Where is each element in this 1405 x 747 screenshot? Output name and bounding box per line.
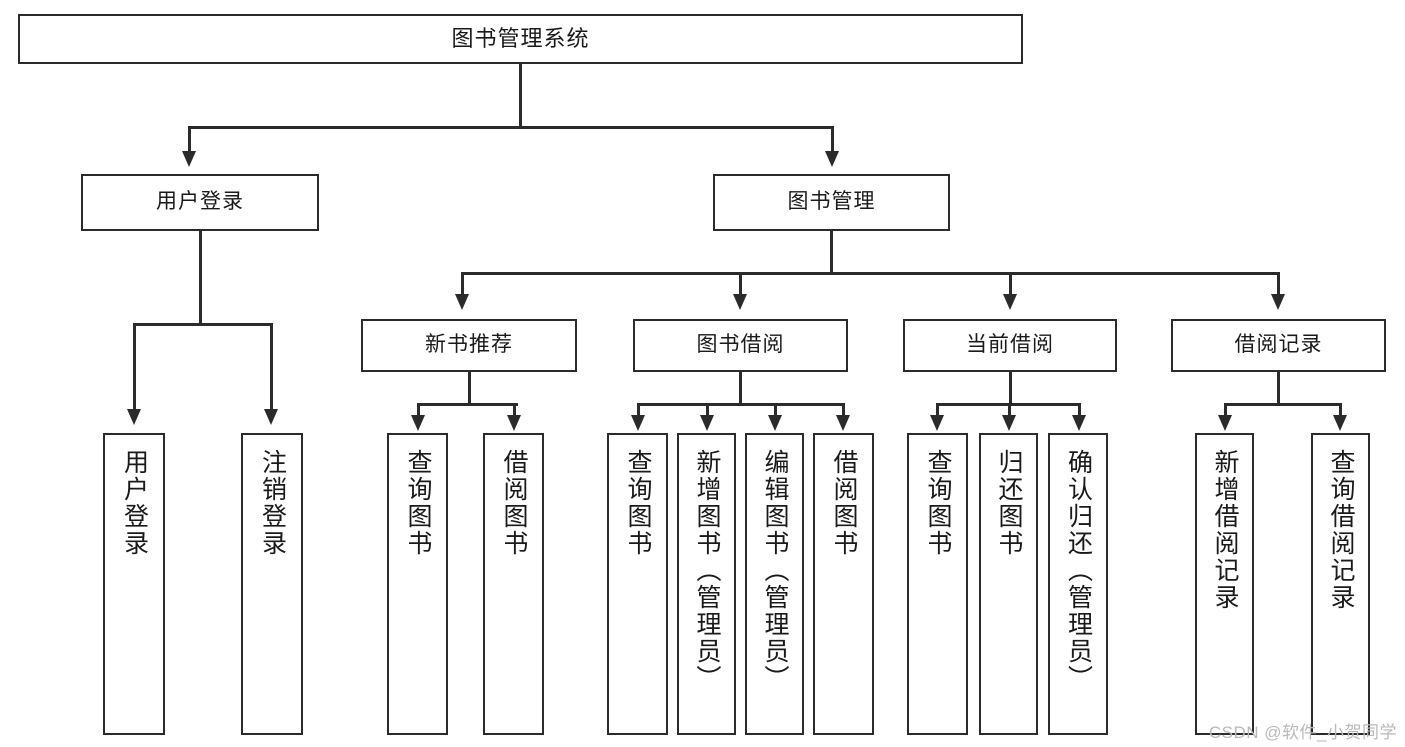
- edge-drop-current-borrow: [1009, 272, 1012, 296]
- arrow-to-borrow-book-1: [507, 415, 521, 431]
- leaf-query-book-2[interactable]: 查询图书: [607, 433, 668, 735]
- node-label: 查询借阅记录: [1327, 449, 1355, 611]
- leaf-confirm-return[interactable]: 确认归还（管理员）: [1048, 433, 1108, 735]
- edge-borrow-record-bar: [1224, 403, 1341, 406]
- node-label: 查询图书: [924, 449, 952, 557]
- node-book-manage[interactable]: 图书管理: [713, 174, 950, 231]
- leaf-borrow-book-2[interactable]: 借阅图书: [813, 433, 874, 735]
- node-label: 新增图书（管理员）: [693, 449, 721, 692]
- node-label: 借阅记录: [1234, 333, 1323, 357]
- edge-drop-return-book: [1008, 403, 1011, 417]
- edge-drop-borrow-record: [1277, 272, 1280, 296]
- edge-user-login-bar: [133, 323, 272, 326]
- edge-drop-add-book: [706, 403, 709, 417]
- edge-drop-confirm-return: [1078, 403, 1081, 417]
- leaf-user-login[interactable]: 用户登录: [103, 433, 165, 735]
- edge-current-borrow-stem: [1009, 372, 1012, 405]
- node-root-book-management-system[interactable]: 图书管理系统: [18, 14, 1023, 64]
- arrow-to-current-borrow: [1003, 294, 1017, 310]
- edge-drop-borrow-book-1: [513, 403, 516, 417]
- edge-drop-add-record: [1224, 403, 1227, 417]
- leaf-logout[interactable]: 注销登录: [241, 433, 303, 735]
- leaf-borrow-book-1[interactable]: 借阅图书: [483, 433, 544, 735]
- arrow-to-query-record: [1333, 415, 1347, 431]
- edge-user-login-stem: [199, 231, 202, 325]
- edge-book-manage-stem: [830, 231, 833, 274]
- edge-level1-bar: [188, 126, 833, 129]
- node-label: 借阅图书: [830, 449, 858, 557]
- node-label: 图书管理: [787, 190, 876, 214]
- arrow-to-new-book-rec: [455, 294, 469, 310]
- leaf-edit-book[interactable]: 编辑图书（管理员）: [745, 433, 804, 735]
- arrow-to-leaf-user-login: [127, 409, 141, 425]
- arrow-to-borrow-record: [1271, 294, 1285, 310]
- node-label: 用户登录: [120, 449, 149, 557]
- arrow-to-leaf-logout: [264, 409, 278, 425]
- arrow-to-query-book-3: [930, 415, 944, 431]
- leaf-query-book-1[interactable]: 查询图书: [387, 433, 448, 735]
- arrow-to-add-book: [700, 415, 714, 431]
- node-label: 注销登录: [258, 449, 287, 557]
- leaf-query-book-3[interactable]: 查询图书: [907, 433, 968, 735]
- edge-drop-query-book-3: [936, 403, 939, 417]
- arrow-to-book-manage: [825, 151, 839, 167]
- node-label: 用户登录: [156, 190, 244, 214]
- edge-drop-query-record: [1339, 403, 1342, 417]
- edge-drop-leaf-logout: [270, 323, 273, 411]
- arrow-to-user-login: [182, 151, 196, 167]
- node-user-login[interactable]: 用户登录: [81, 174, 319, 231]
- leaf-query-record[interactable]: 查询借阅记录: [1311, 433, 1370, 735]
- node-label: 查询图书: [624, 449, 652, 557]
- edge-level1-drop-user-login: [188, 126, 191, 153]
- edge-book-borrow-bar: [637, 403, 844, 406]
- node-label: 借阅图书: [500, 449, 528, 557]
- edge-drop-leaf-user-login: [133, 323, 136, 411]
- leaf-add-book[interactable]: 新增图书（管理员）: [677, 433, 736, 735]
- arrow-to-return-book: [1002, 415, 1016, 431]
- node-current-borrow[interactable]: 当前借阅: [903, 319, 1117, 372]
- arrow-to-query-book-1: [411, 415, 425, 431]
- watermark-text: CSDN @软件_小贺同学: [1208, 723, 1397, 742]
- arrow-to-query-book-2: [631, 415, 645, 431]
- edge-drop-edit-book: [774, 403, 777, 417]
- node-label: 归还图书: [995, 449, 1023, 557]
- node-new-book-rec[interactable]: 新书推荐: [361, 319, 577, 372]
- edge-drop-borrow-book-2: [842, 403, 845, 417]
- node-label: 确认归还（管理员）: [1064, 449, 1093, 692]
- edge-level2-bar: [461, 272, 1279, 275]
- leaf-return-book[interactable]: 归还图书: [979, 433, 1038, 735]
- node-borrow-record[interactable]: 借阅记录: [1171, 319, 1386, 372]
- node-label: 新书推荐: [425, 333, 513, 357]
- node-book-borrow[interactable]: 图书借阅: [633, 319, 848, 372]
- edge-root-stem: [519, 64, 522, 128]
- arrow-to-confirm-return: [1072, 415, 1086, 431]
- arrow-to-edit-book: [768, 415, 782, 431]
- edge-borrow-record-stem: [1277, 372, 1280, 405]
- edge-drop-book-borrow: [739, 272, 742, 296]
- leaf-add-record[interactable]: 新增借阅记录: [1195, 433, 1254, 735]
- node-label: 查询图书: [404, 449, 432, 557]
- arrow-to-book-borrow: [733, 294, 747, 310]
- node-label: 图书借阅: [696, 333, 785, 357]
- arrow-to-add-record: [1218, 415, 1232, 431]
- edge-book-borrow-stem: [739, 372, 742, 405]
- edge-new-book-rec-stem: [468, 372, 471, 405]
- node-label: 当前借阅: [966, 333, 1054, 357]
- node-label: 编辑图书（管理员）: [761, 449, 789, 692]
- edge-level1-drop-book-manage: [831, 126, 834, 153]
- edge-drop-query-book-1: [417, 403, 420, 417]
- edge-drop-query-book-2: [637, 403, 640, 417]
- edge-drop-new-book-rec: [461, 272, 464, 296]
- edge-new-book-rec-bar: [417, 403, 518, 406]
- arrow-to-borrow-book-2: [836, 415, 850, 431]
- node-label: 图书管理系统: [451, 26, 590, 52]
- node-label: 新增借阅记录: [1211, 449, 1239, 611]
